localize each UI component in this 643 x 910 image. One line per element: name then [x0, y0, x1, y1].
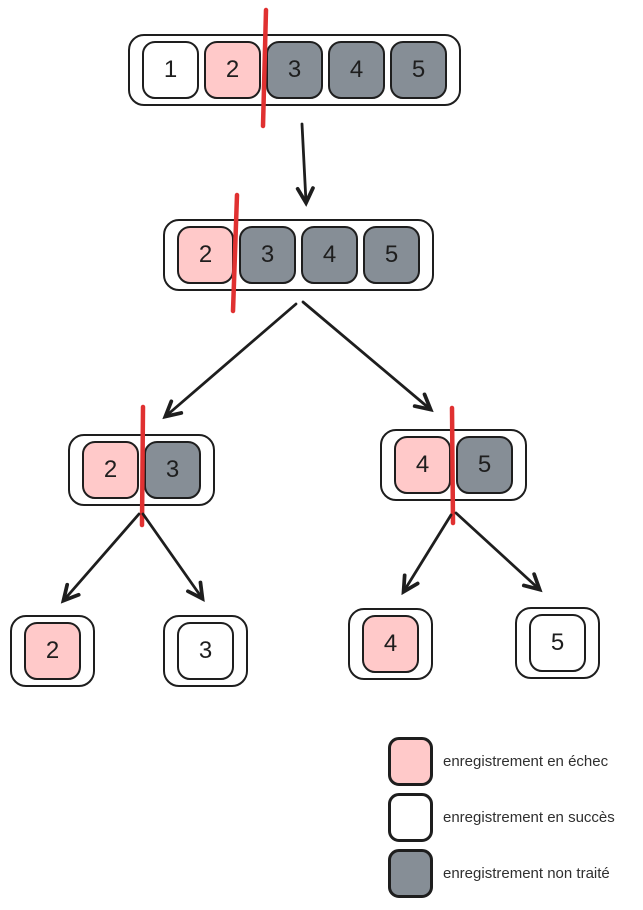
batch-record-3: 3: [163, 615, 248, 687]
record-cell: 2: [24, 622, 81, 680]
batch-level2: 2 3 4 5: [163, 219, 434, 291]
batch-level3-right: 4 5: [380, 429, 527, 501]
batch-record-2: 2: [10, 615, 95, 687]
arrow-right-to-record4: [401, 513, 453, 596]
record-cell: 3: [177, 622, 234, 680]
legend: enregistrement en échec enregistrement e…: [388, 736, 615, 898]
arrow-level2-to-left: [162, 302, 298, 420]
record-cell: 2: [82, 441, 139, 499]
batch-record-5: 5: [515, 607, 600, 679]
record-cell: 5: [529, 614, 586, 672]
record-cell: 3: [144, 441, 201, 499]
arrow-left-to-record3: [141, 512, 205, 602]
record-cell: 4: [362, 615, 419, 673]
legend-item-failure: enregistrement en échec: [388, 736, 615, 786]
legend-item-success: enregistrement en succès: [388, 792, 615, 842]
untreated-swatch: [388, 848, 433, 898]
record-cell: 5: [456, 436, 513, 494]
batch-level1: 1 2 3 4 5: [128, 34, 461, 106]
record-cell: 3: [266, 41, 323, 99]
arrow-level2-to-right: [301, 300, 434, 413]
record-cell: 4: [328, 41, 385, 99]
record-cell: 4: [394, 436, 451, 494]
success-swatch: [388, 792, 433, 842]
arrow-right-to-record5: [454, 511, 543, 593]
legend-item-untreated: enregistrement non traité: [388, 848, 615, 898]
legend-label: enregistrement en échec: [443, 752, 609, 770]
arrow-level1-to-level2: [295, 122, 315, 207]
legend-label: enregistrement en succès: [443, 808, 615, 826]
record-cell: 1: [142, 41, 199, 99]
legend-label: enregistrement non traité: [443, 864, 610, 882]
record-cell: 2: [204, 41, 261, 99]
record-cell: 3: [239, 226, 296, 284]
record-cell: 5: [390, 41, 447, 99]
record-cell: 2: [177, 226, 234, 284]
batch-level3-left: 2 3: [68, 434, 215, 506]
record-cell: 4: [301, 226, 358, 284]
arrow-left-to-record2: [60, 512, 141, 604]
record-cell: 5: [363, 226, 420, 284]
batch-record-4: 4: [348, 608, 433, 680]
failure-swatch: [388, 736, 433, 786]
